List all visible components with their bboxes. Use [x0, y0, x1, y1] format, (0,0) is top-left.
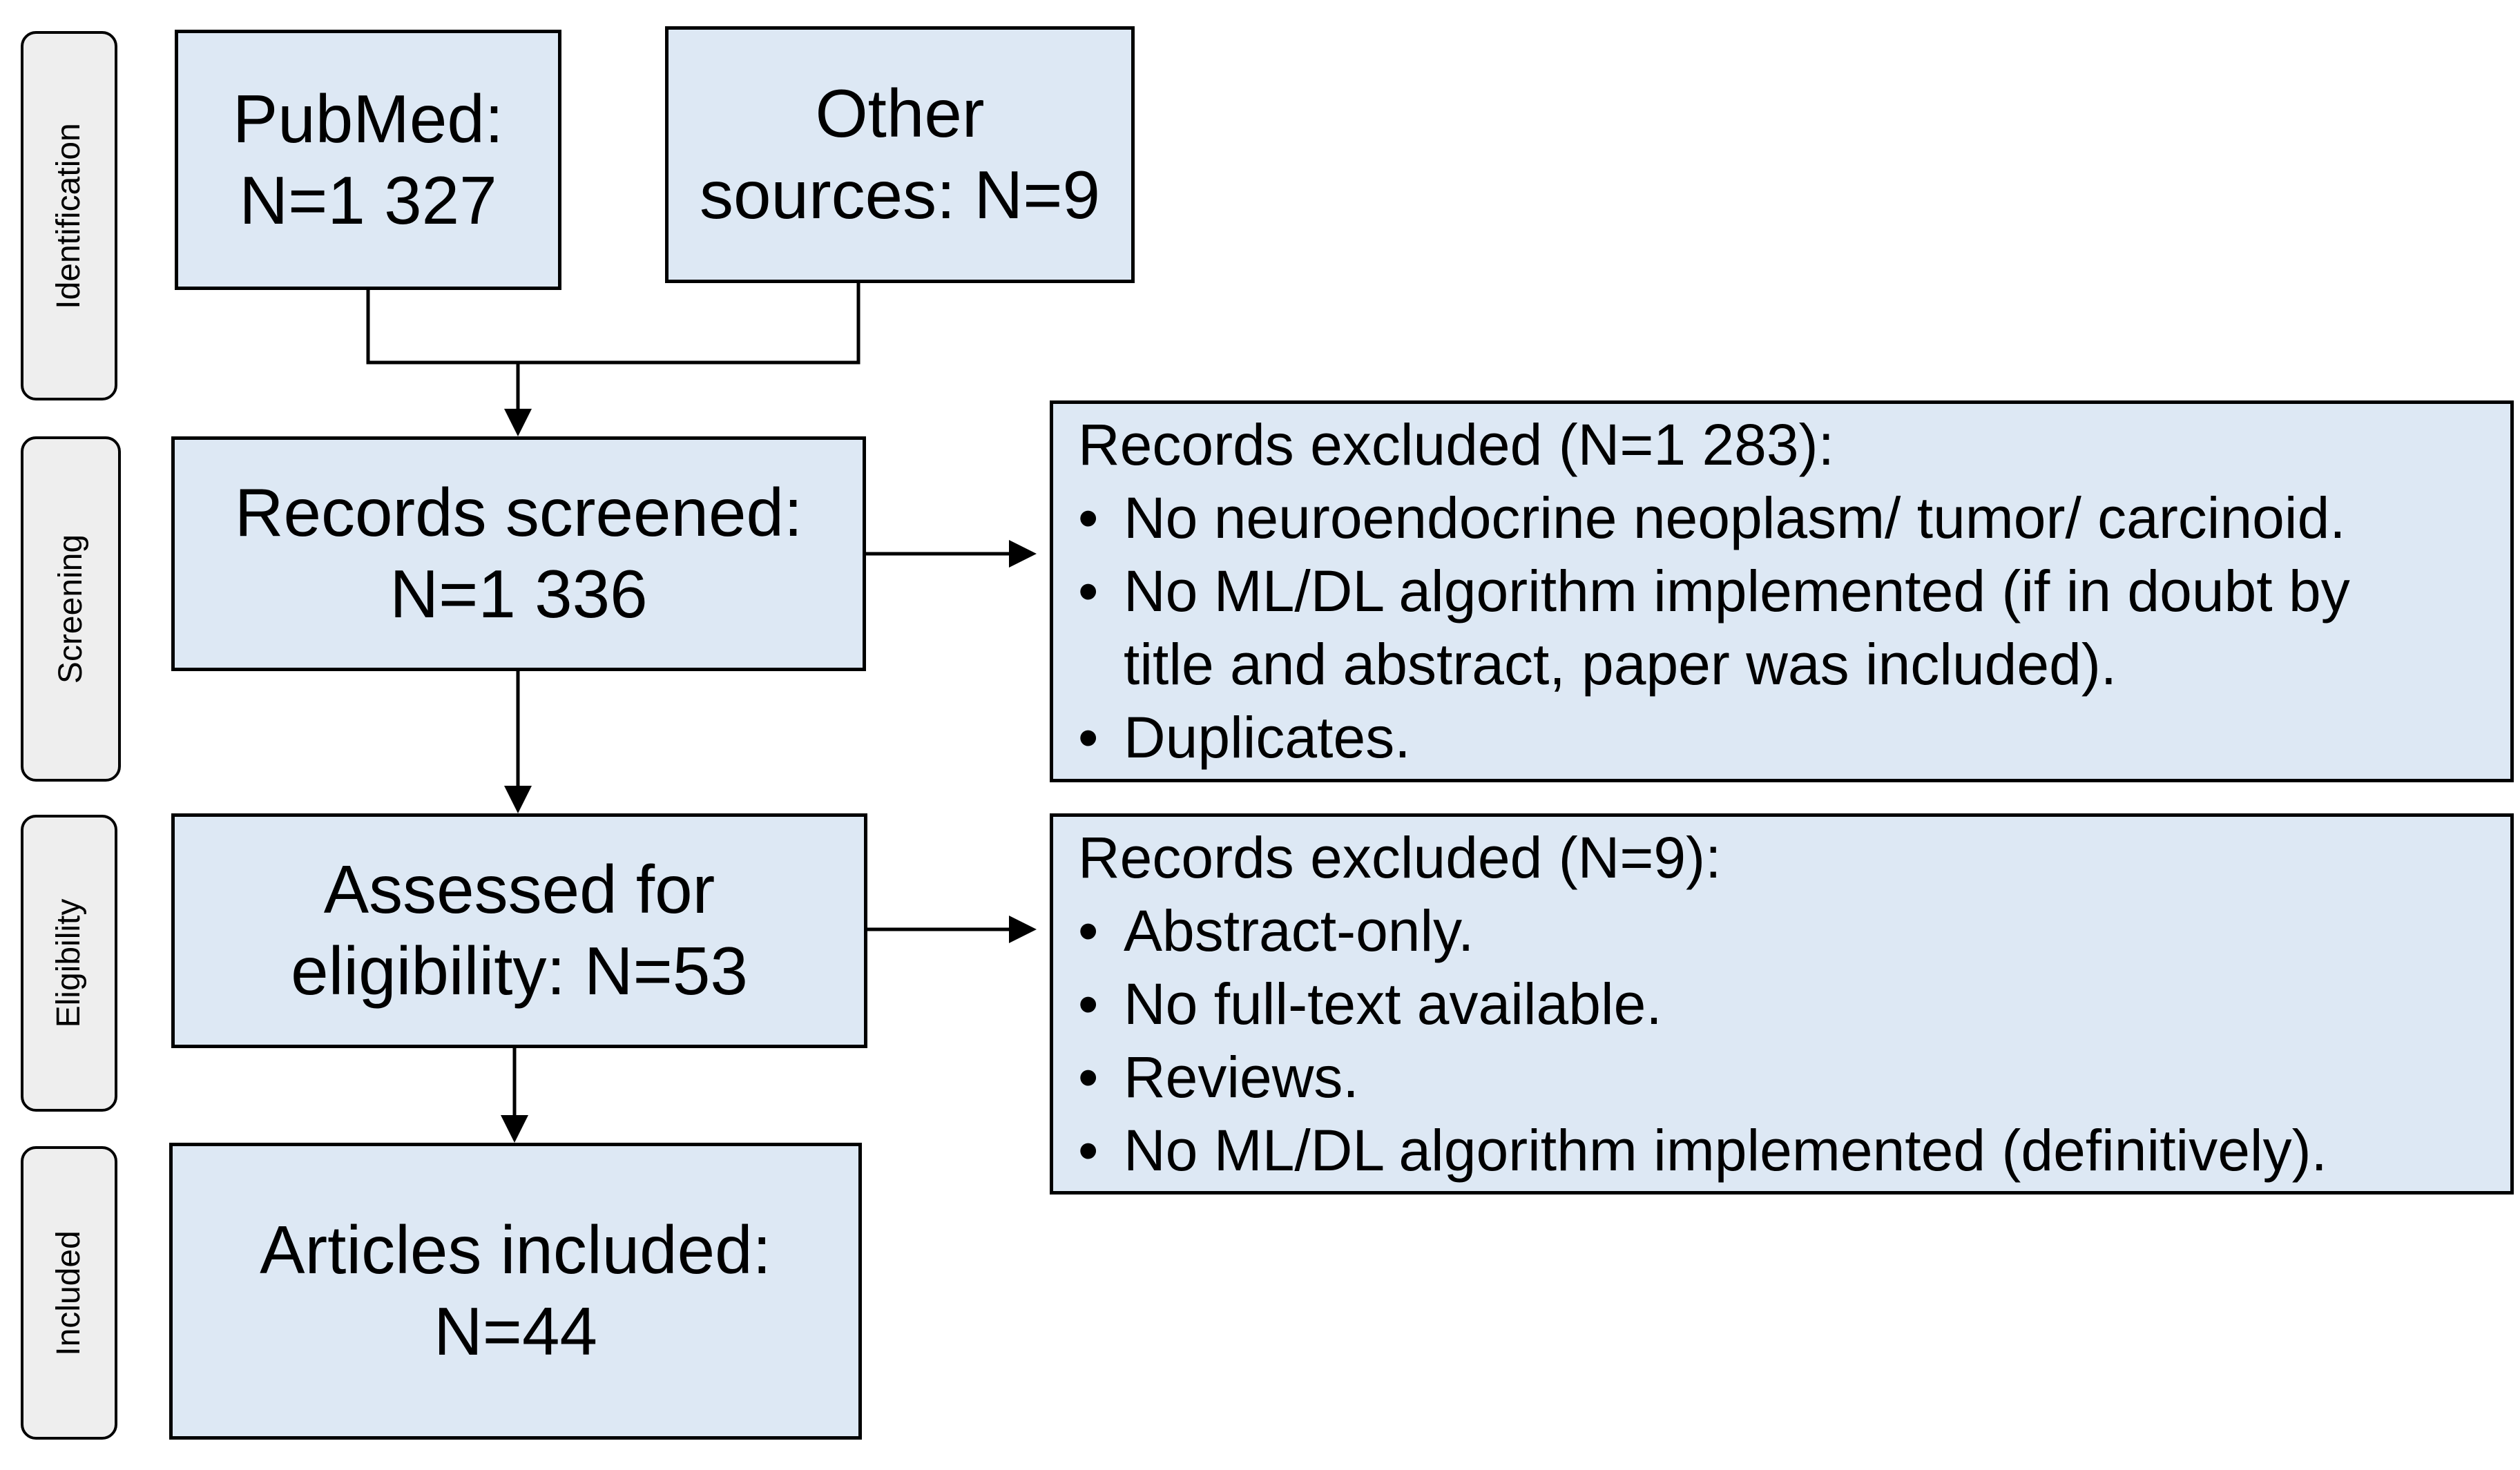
list-item: • No ML/DL algorithm implemented (defini… [1078, 1114, 2510, 1187]
stage-label-included: Included [21, 1146, 117, 1440]
list-item-text: No full-text available. [1124, 971, 1662, 1036]
records-screened-label: Records screened: [234, 474, 803, 551]
screening-excluded-heading: Records excluded (N=1 283): [1078, 412, 1834, 477]
articles-included-box: Articles included: N=44 [169, 1143, 862, 1440]
bullet-icon: • [1078, 559, 1099, 623]
list-item: • Reviews. [1078, 1041, 2510, 1114]
bullet-icon: • [1078, 971, 1099, 1036]
list-item-text: No neuroendocrine neoplasm/ tumor/ carci… [1124, 485, 2346, 550]
assessed-eligibility-count: eligibility: N=53 [291, 933, 748, 1009]
list-item: • Abstract-only. [1078, 894, 2510, 967]
records-screened-count: N=1 336 [389, 556, 648, 632]
list-item-text: No ML/DL algorithm implemented (if in do… [1124, 559, 2350, 623]
list-item: • No neuroendocrine neoplasm/ tumor/ car… [1078, 481, 2510, 554]
articles-included-label: Articles included: [260, 1212, 771, 1288]
pubmed-box: PubMed: N=1 327 [175, 30, 561, 290]
assessed-eligibility-label: Assessed for [323, 851, 715, 928]
assessed-eligibility-box: Assessed for eligibility: N=53 [171, 813, 867, 1048]
eligibility-excluded-box: Records excluded (N=9): • Abstract-only.… [1050, 813, 2514, 1195]
bullet-icon: • [1078, 898, 1099, 963]
other-sources-count: sources: N=9 [699, 157, 1101, 233]
bullet-icon: • [1078, 1118, 1099, 1183]
bullet-icon: • [1078, 485, 1099, 550]
records-screened-box: Records screened: N=1 336 [171, 436, 866, 671]
list-item-text: Abstract-only. [1124, 898, 1474, 963]
screening-excluded-list: • No neuroendocrine neoplasm/ tumor/ car… [1078, 481, 2510, 774]
list-item: • Duplicates. [1078, 701, 2510, 774]
list-item-text: Reviews. [1124, 1045, 1359, 1110]
eligibility-excluded-heading: Records excluded (N=9): [1078, 825, 1722, 890]
eligibility-excluded-list: • Abstract-only. • No full-text availabl… [1078, 894, 2510, 1187]
articles-included-count: N=44 [433, 1293, 597, 1369]
other-sources-label: Other [815, 75, 985, 152]
merge-connector [366, 283, 860, 365]
stage-label-eligibility: Eligibility [21, 815, 117, 1112]
list-item-text-continued: title and abstract, paper was included). [1124, 632, 2117, 697]
other-sources-box: Other sources: N=9 [665, 26, 1135, 283]
pubmed-label: PubMed: [232, 80, 504, 157]
list-item: • No ML/DL algorithm implemented (if in … [1078, 554, 2510, 701]
pubmed-count: N=1 327 [239, 162, 497, 238]
list-item-text: Duplicates. [1124, 705, 1411, 770]
stage-label-identification: Identification [21, 31, 117, 400]
bullet-icon: • [1078, 1045, 1099, 1110]
screening-excluded-box: Records excluded (N=1 283): • No neuroen… [1050, 400, 2514, 782]
list-item-text: No ML/DL algorithm implemented (definiti… [1124, 1118, 2327, 1183]
bullet-icon: • [1078, 705, 1099, 770]
list-item: • No full-text available. [1078, 967, 2510, 1041]
stage-label-screening: Screening [21, 436, 121, 782]
